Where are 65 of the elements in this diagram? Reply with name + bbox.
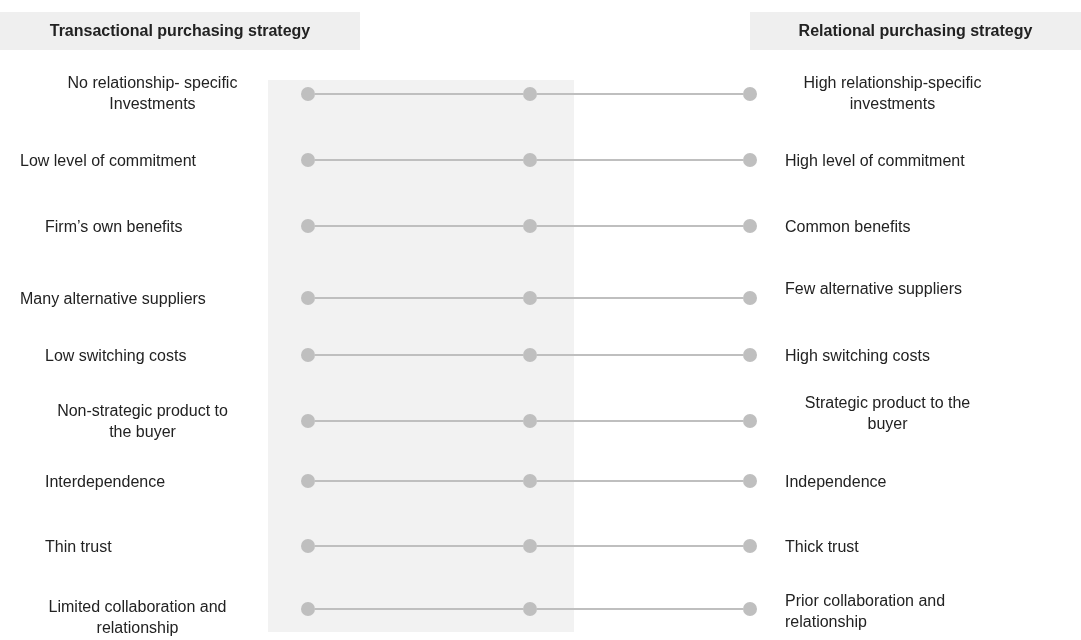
scale-dot: [523, 474, 537, 488]
scale-dot: [743, 474, 757, 488]
scale-label: Low level of commitment: [20, 152, 197, 169]
scale-dot: [301, 153, 315, 167]
scale-label: High level of commitment: [785, 152, 965, 169]
column-heading: Transactional purchasing strategy: [0, 12, 360, 50]
scale-dot: [743, 291, 757, 305]
connector-line: [314, 225, 524, 227]
scale-label: Strategic product to the buyer: [804, 394, 971, 432]
connector-line: [536, 354, 744, 356]
scale-label: No relationship- specific Investments: [67, 74, 238, 112]
connector-line: [536, 545, 744, 547]
scale-label: Interdependence: [45, 473, 166, 490]
scale-label: Prior collaboration and relationship: [785, 592, 946, 630]
scale-dot: [301, 539, 315, 553]
scale-label: Independence: [785, 473, 887, 490]
scale-label: Many alternative suppliers: [20, 290, 206, 307]
connector-line: [314, 608, 524, 610]
connector-line: [536, 480, 744, 482]
scale-label: Thin trust: [45, 538, 112, 555]
connector-line: [536, 159, 744, 161]
scale-dot: [523, 348, 537, 362]
scale-dot: [301, 219, 315, 233]
scale-label: High relationship-specific investments: [803, 74, 982, 112]
scale-dot: [301, 87, 315, 101]
scale-dot: [523, 414, 537, 428]
connector-line: [314, 354, 524, 356]
scale-dot: [743, 219, 757, 233]
connector-line: [314, 93, 524, 95]
connector-line: [314, 297, 524, 299]
connector-line: [314, 420, 524, 422]
scale-dot: [523, 219, 537, 233]
scale-dot: [523, 602, 537, 616]
connector-line: [536, 225, 744, 227]
scale-dot: [743, 539, 757, 553]
scale-dot: [523, 539, 537, 553]
connector-line: [314, 545, 524, 547]
connector-line: [536, 608, 744, 610]
scale-dot: [743, 87, 757, 101]
scale-dot: [523, 87, 537, 101]
scale-dot: [523, 291, 537, 305]
scale-label: High switching costs: [785, 347, 930, 364]
scale-label: Common benefits: [785, 218, 911, 235]
column-heading: Relational purchasing strategy: [750, 12, 1081, 50]
connector-line: [536, 297, 744, 299]
scale-label: Limited collaboration and relationship: [48, 598, 227, 636]
scale-dot: [523, 153, 537, 167]
scale-dot: [301, 602, 315, 616]
scale-dot: [743, 602, 757, 616]
scale-dot: [301, 474, 315, 488]
scale-label: Few alternative suppliers: [785, 280, 962, 297]
connector-line: [536, 93, 744, 95]
connector-line: [314, 480, 524, 482]
scale-label: Non-strategic product to the buyer: [57, 402, 228, 440]
connector-line: [314, 159, 524, 161]
connector-line: [536, 420, 744, 422]
scale-dot: [301, 414, 315, 428]
scale-dot: [301, 291, 315, 305]
scale-label: Firm’s own benefits: [45, 218, 183, 235]
scale-dot: [743, 153, 757, 167]
scale-dot: [743, 348, 757, 362]
scale-label: Thick trust: [785, 538, 859, 555]
scale-dot: [301, 348, 315, 362]
scale-label: Low switching costs: [45, 347, 187, 364]
scale-dot: [743, 414, 757, 428]
